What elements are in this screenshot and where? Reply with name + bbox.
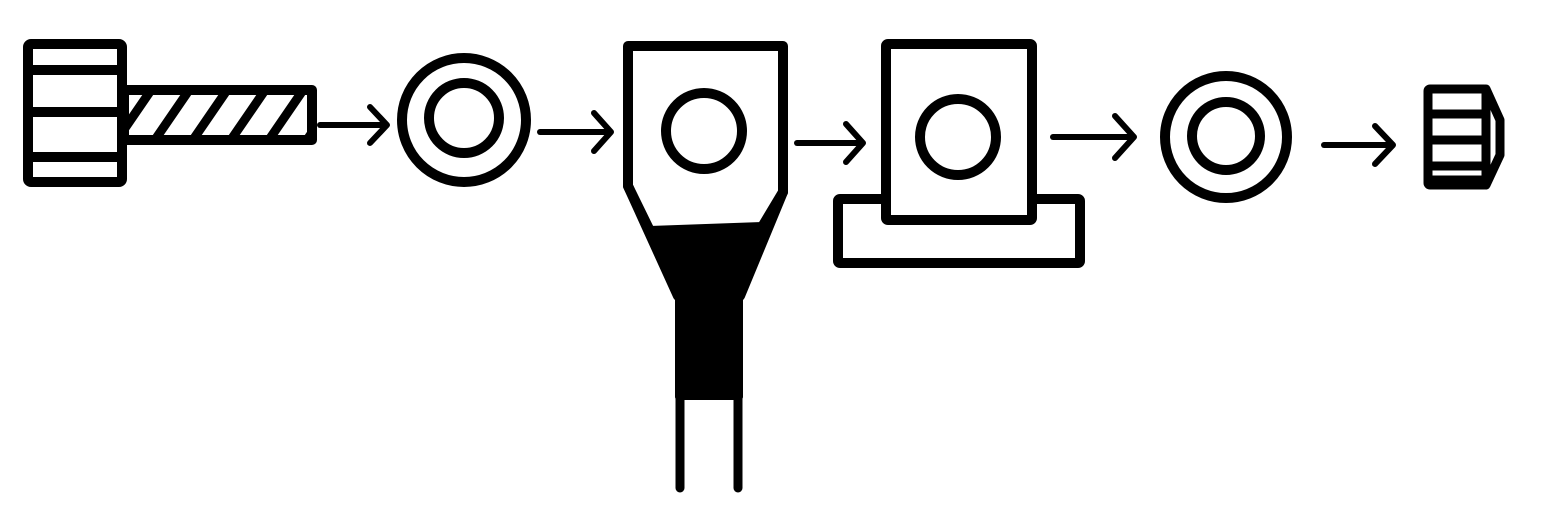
terminal-block-icon [833, 39, 1085, 268]
arrow-right-icon [1050, 113, 1137, 161]
washer-icon [397, 53, 531, 187]
crimp-lug-taper-left [623, 181, 683, 301]
arrow-right-icon [1321, 123, 1396, 167]
nut-icon [1423, 84, 1505, 190]
crimp-lug-taper-right [735, 187, 788, 301]
washer-outer-ring [1160, 71, 1292, 203]
arrow-right-icon [317, 104, 390, 146]
terminal-block-post [881, 39, 1037, 225]
washer-inner-hole [424, 78, 504, 158]
terminal-block-hole [915, 94, 1001, 180]
bolt-icon [23, 39, 317, 187]
bolt-shank [119, 85, 317, 145]
crimp-lug-plate [623, 41, 788, 236]
crimp-lug-hole [661, 88, 747, 174]
crimp-lug-barrel [647, 224, 765, 400]
nut-chamfer [1481, 84, 1505, 190]
arrow-right-icon [794, 121, 866, 165]
washer-icon [1160, 71, 1292, 203]
washer-inner-hole [1187, 97, 1265, 175]
arrow-right-icon [537, 110, 614, 154]
washer-outer-ring [397, 53, 531, 187]
crimp-lug-icon [623, 41, 788, 493]
bolt-thread-hatching [124, 92, 310, 138]
